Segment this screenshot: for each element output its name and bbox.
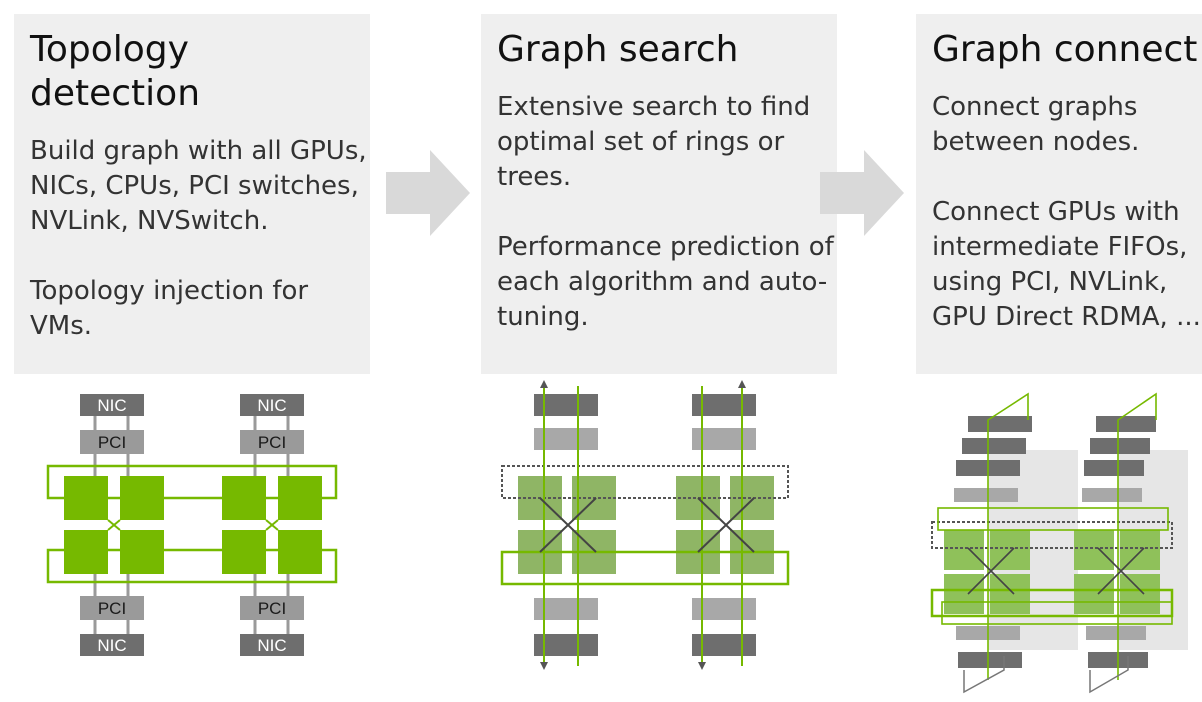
panel-title: Graph connect	[932, 29, 1198, 70]
pci-box: PCI	[80, 596, 144, 620]
panel-paragraph: Build graph with all GPUs, NICs, CPUs, P…	[30, 136, 367, 236]
svg-text:NIC: NIC	[97, 636, 126, 655]
svg-text:NIC: NIC	[97, 396, 126, 415]
panel-graph-connect: Graph connect Connect graphs between nod…	[916, 14, 1202, 374]
panel-paragraph: Connect graphs between nodes.	[932, 92, 1140, 157]
nic-box: NIC	[240, 394, 304, 416]
panel-topology-detection: Topology detection Build graph with all …	[14, 14, 370, 374]
panel-paragraph: Connect GPUs with intermediate FIFOs, us…	[932, 197, 1201, 332]
panel-title: Graph search	[497, 29, 739, 70]
nic-box: NIC	[80, 394, 144, 416]
panel-body: Connect graphs between nodes. Connect GP…	[932, 90, 1202, 335]
pci-box: PCI	[240, 596, 304, 620]
graph-connect-diagram	[930, 392, 1188, 694]
panel-body: Build graph with all GPUs, NICs, CPUs, P…	[30, 134, 370, 344]
svg-text:NIC: NIC	[257, 396, 286, 415]
panel-paragraph: Extensive search to find optimal set of …	[497, 92, 811, 192]
svg-text:PCI: PCI	[98, 433, 126, 452]
right-arrow-icon	[820, 150, 904, 236]
nic-box: NIC	[80, 634, 144, 656]
svg-text:PCI: PCI	[258, 599, 286, 618]
panel-body: Extensive search to find optimal set of …	[497, 90, 837, 335]
panel-title: Topology detection	[30, 29, 201, 114]
svg-text:PCI: PCI	[98, 599, 126, 618]
nic-box: NIC	[240, 634, 304, 656]
pci-box: PCI	[240, 430, 304, 454]
panel-paragraph: Topology injection for VMs.	[30, 276, 309, 341]
pci-box: PCI	[80, 430, 144, 454]
topology-diagram: NIC NIC PCI PCI PCI PCI NIC NIC	[46, 394, 338, 656]
panel-paragraph: Performance prediction of each algorithm…	[497, 232, 834, 332]
right-arrow-icon	[386, 150, 470, 236]
svg-text:PCI: PCI	[258, 433, 286, 452]
panel-graph-search: Graph search Extensive search to find op…	[481, 14, 837, 374]
svg-text:NIC: NIC	[257, 636, 286, 655]
graph-search-diagram	[500, 380, 790, 670]
